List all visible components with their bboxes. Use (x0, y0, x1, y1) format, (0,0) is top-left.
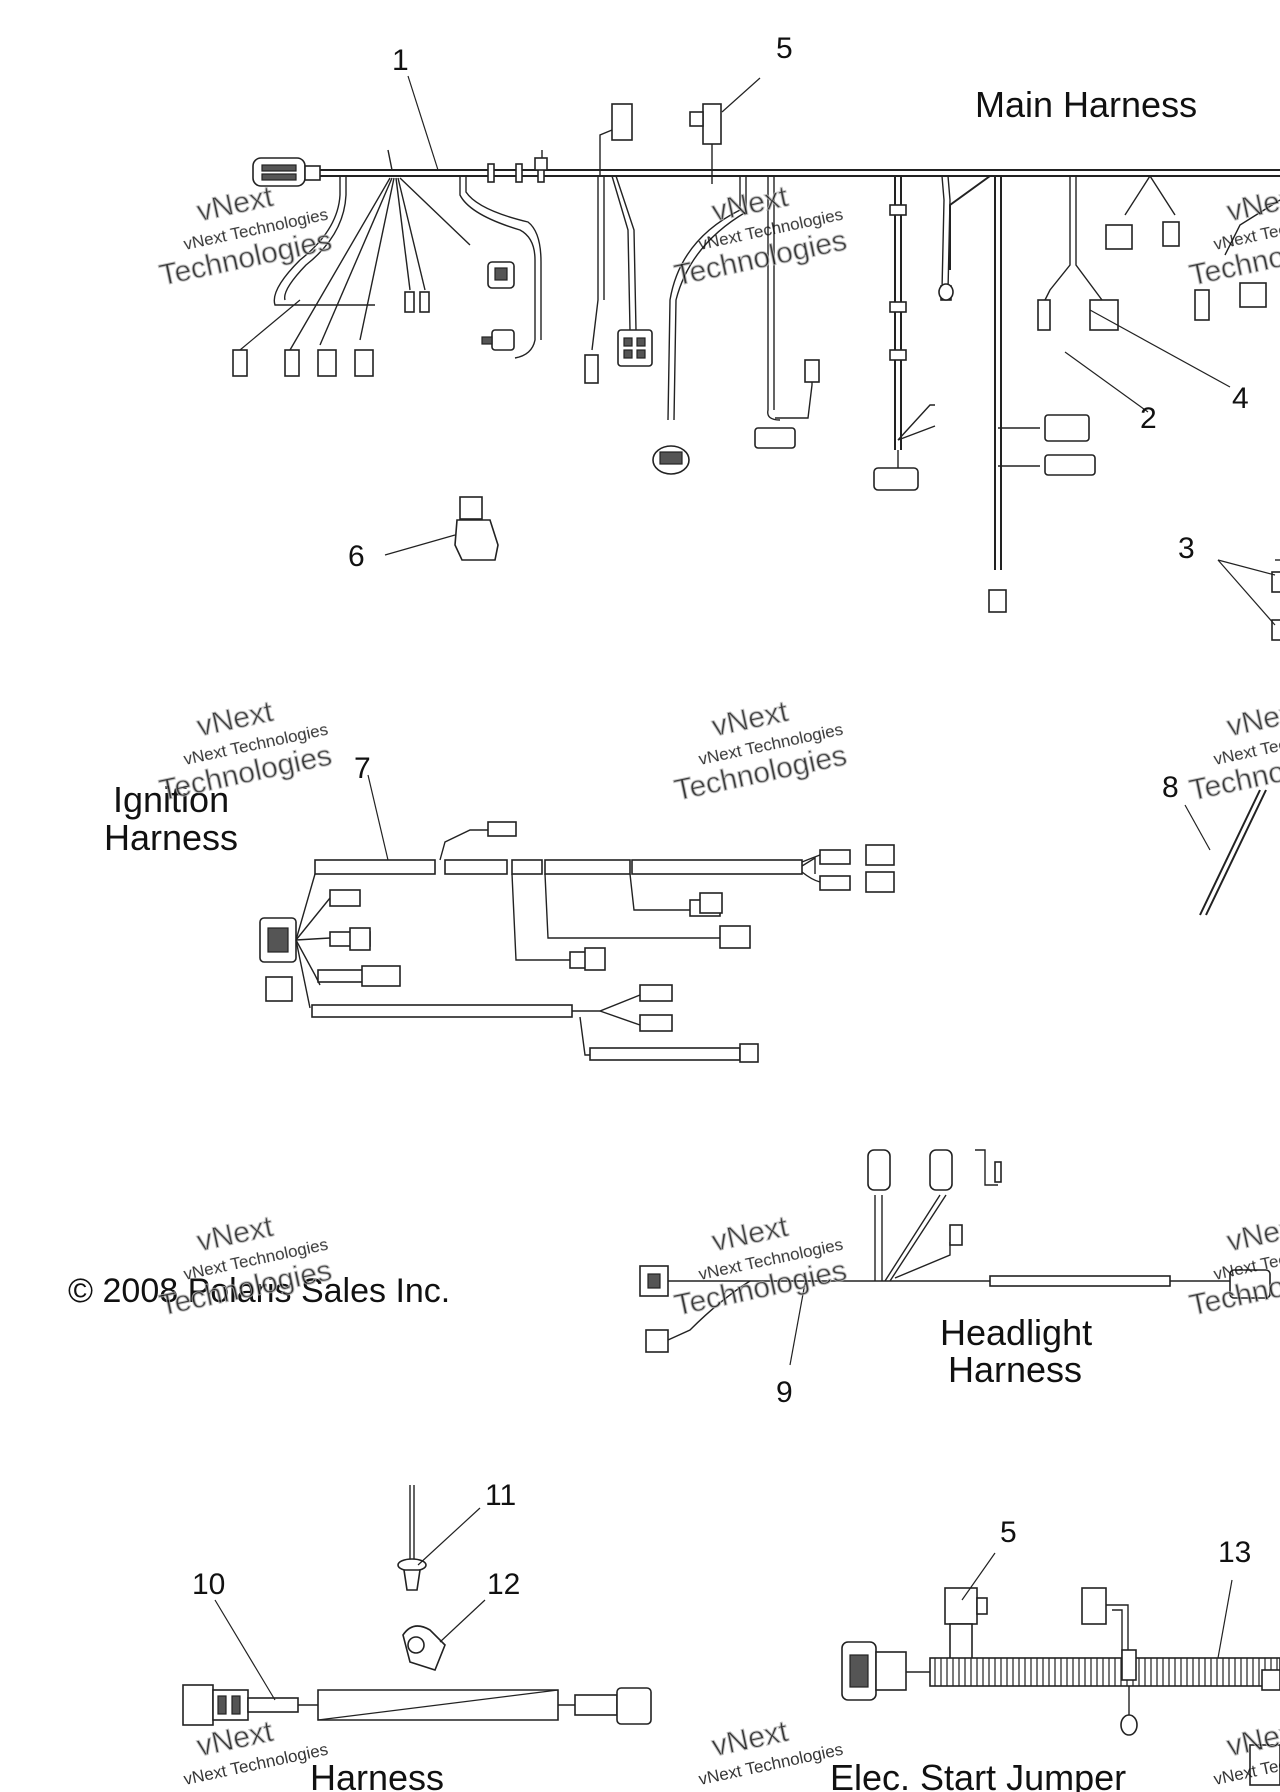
bottom-left-harness-connector (182, 1684, 214, 1726)
copyright-notice: © 2008 Polaris Sales Inc. (68, 1272, 450, 1310)
callout-5-bottom: 5 (1000, 1516, 1017, 1549)
callout-7: 7 (354, 752, 371, 785)
svg-text:vNext: vNext (1224, 695, 1280, 743)
ignition-harness (259, 789, 1267, 1063)
svg-text:vNext: vNext (1224, 180, 1280, 228)
svg-text:vNext: vNext (194, 1715, 277, 1763)
main-harness (232, 103, 1280, 641)
bottom-left-harness (182, 1485, 652, 1726)
callout-9: 9 (776, 1376, 793, 1409)
callout-3: 3 (1178, 532, 1195, 565)
callout-12: 12 (487, 1568, 520, 1601)
section-titles: Main Harness Ignition Harness Headlight … (104, 84, 1197, 1792)
title-elec-start-jumper: Elec. Start Jumper (830, 1757, 1126, 1792)
callout-8: 8 (1162, 771, 1179, 804)
callout-1: 1 (392, 44, 409, 77)
callout-5-top: 5 (776, 32, 793, 65)
title-headlight-line2: Harness (948, 1349, 1082, 1390)
callout-13: 13 (1218, 1536, 1251, 1569)
title-ignition-line1: Ignition (113, 779, 229, 820)
callout-numbers: 1 5 2 4 3 6 7 8 9 10 11 12 5 13 (192, 32, 1251, 1601)
watermarks: vNext vNext Technologies Technologies vN… (156, 179, 1280, 1789)
callout-11: 11 (485, 1479, 516, 1512)
leader-lines (214, 75, 1276, 1701)
elec-start-jumper (841, 1587, 1280, 1786)
headlight-harness (639, 1149, 1271, 1353)
callout-4: 4 (1232, 382, 1249, 415)
title-headlight-line1: Headlight (940, 1312, 1092, 1353)
callout-10: 10 (192, 1568, 225, 1601)
svg-text:vNext: vNext (1224, 1210, 1280, 1258)
main-harness-ground-terminal (232, 349, 248, 377)
main-harness-relay-connector (611, 103, 633, 141)
callout-2: 2 (1140, 402, 1157, 435)
title-bottom-harness: Harness (310, 1757, 444, 1792)
callout-6: 6 (348, 540, 365, 573)
title-main-harness: Main Harness (975, 84, 1197, 125)
title-ignition-line2: Harness (104, 817, 238, 858)
